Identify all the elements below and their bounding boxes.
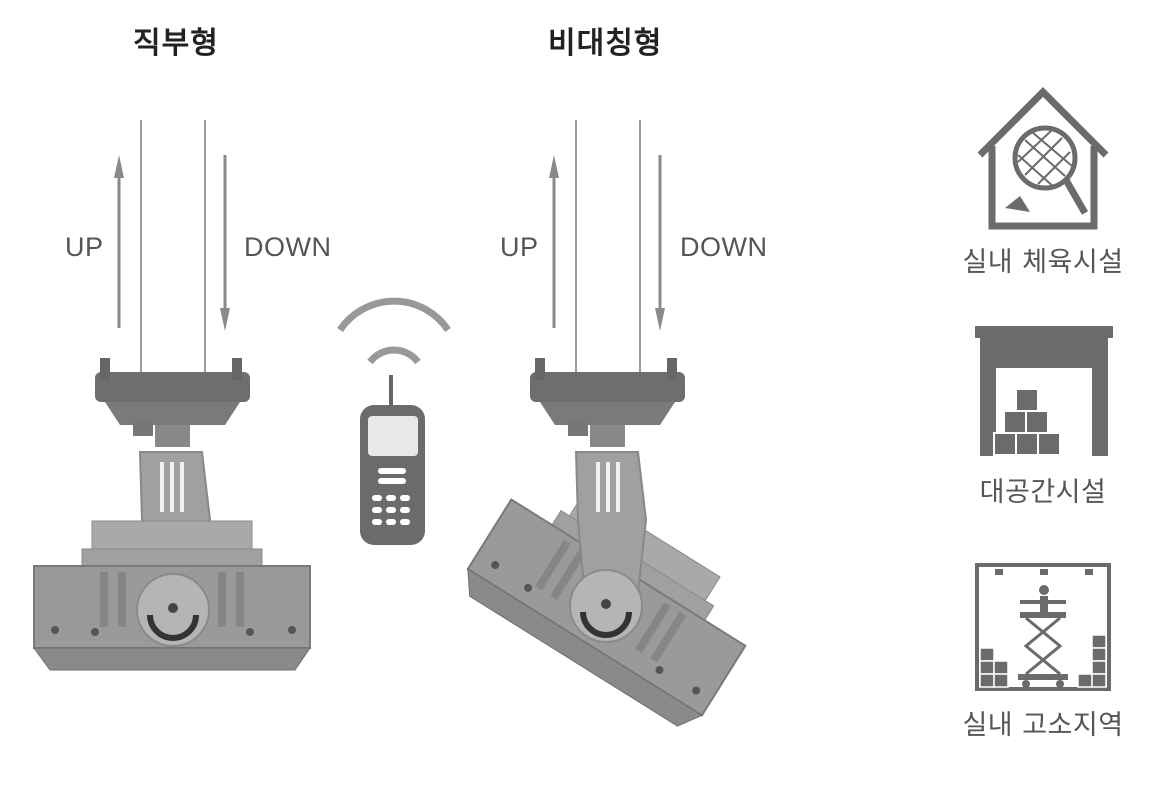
- title-asymmetric: 비대칭형: [548, 26, 663, 61]
- facility-label-high-area: 실내 고소지역: [962, 710, 1124, 741]
- direct-mount-fixture: [33, 120, 311, 671]
- facility-label-sports: 실내 체육시설: [962, 247, 1124, 278]
- scissor-lift-icon: [975, 563, 1111, 691]
- facility-label-large-space: 대공간시설: [979, 477, 1107, 508]
- title-direct: 직부형: [133, 26, 219, 61]
- down-label-right: DOWN: [680, 232, 768, 262]
- warehouse-boxes-icon: [975, 326, 1113, 456]
- remote-control-icon: [337, 297, 451, 545]
- up-label-left: UP: [65, 232, 104, 262]
- asymmetric-fixture: [466, 120, 747, 727]
- badminton-house-icon: [977, 87, 1109, 230]
- down-label-left: DOWN: [244, 232, 332, 262]
- up-label-right: UP: [500, 232, 539, 262]
